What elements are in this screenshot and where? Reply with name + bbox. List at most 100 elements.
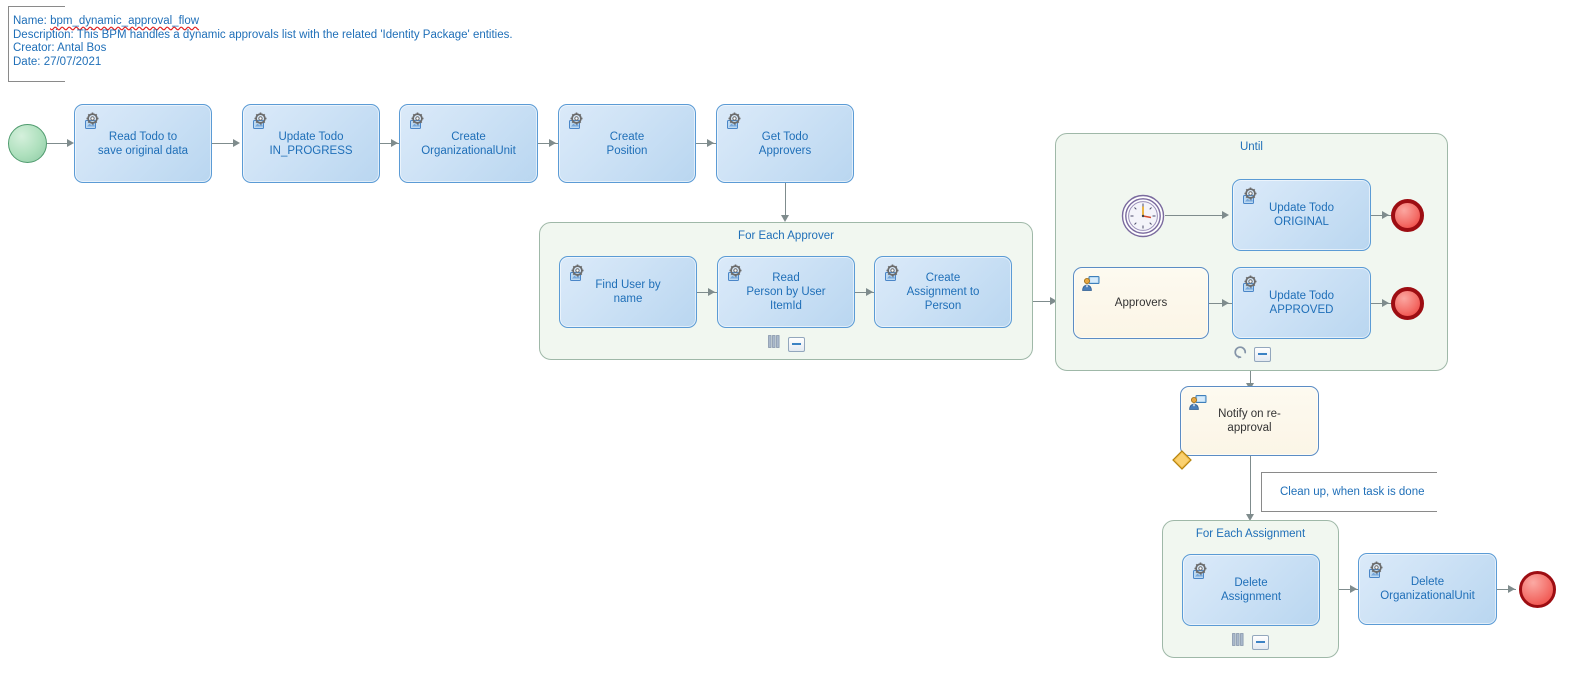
diagram-header-note: Name: bpm_dynamic_approval_flow Descript… bbox=[8, 6, 538, 82]
task-find-user-by-name[interactable]: Find User by name bbox=[559, 256, 697, 328]
arrowhead bbox=[1350, 585, 1357, 593]
task-label: Create OrganizationalUnit bbox=[421, 130, 516, 157]
subprocess-title: Until bbox=[1239, 141, 1263, 153]
collapse-minus-icon[interactable] bbox=[1253, 346, 1271, 362]
collapse-minus-icon[interactable] bbox=[1252, 634, 1269, 650]
task-delete-organizational-unit[interactable]: Delete OrganizationalUnit bbox=[1358, 553, 1497, 625]
task-create-organizational-unit[interactable]: Create OrganizationalUnit bbox=[399, 104, 538, 183]
task-label: Create Position bbox=[606, 130, 648, 157]
header-date-label: Date: bbox=[13, 55, 44, 68]
connector-read-todo-to-update-in-progress bbox=[212, 143, 234, 144]
task-label: Update Todo IN_PROGRESS bbox=[269, 130, 353, 157]
service-task-icon bbox=[407, 111, 427, 131]
task-label: Read Todo to save original data bbox=[97, 130, 189, 157]
subprocess-title: For Each Assignment bbox=[1195, 528, 1306, 540]
subprocess-until[interactable]: Until bbox=[1055, 133, 1448, 371]
connector-update-approved-to-end bbox=[1371, 303, 1392, 304]
parallel-multi-instance-icon bbox=[767, 335, 782, 353]
task-create-assignment-to-person[interactable]: Create Assignment to Person bbox=[874, 256, 1012, 328]
connector-create-org-unit-to-create-position bbox=[538, 143, 559, 144]
task-label: Create Assignment to Person bbox=[906, 272, 980, 312]
header-creator-label: Creator: bbox=[13, 42, 58, 55]
service-task-icon bbox=[724, 111, 744, 131]
connector-update-original-to-end bbox=[1371, 215, 1392, 216]
connector-delete-org-unit-to-end bbox=[1497, 589, 1516, 590]
arrowhead bbox=[233, 139, 240, 147]
subprocess-markers bbox=[1163, 633, 1338, 651]
arrowhead bbox=[1382, 211, 1389, 219]
arrowhead bbox=[1508, 585, 1515, 593]
connector-for-each-approver-to-until bbox=[1033, 301, 1059, 302]
boundary-event-escalation[interactable] bbox=[1172, 450, 1192, 470]
arrowhead bbox=[1222, 211, 1229, 219]
connector-find-user-to-read-person bbox=[697, 292, 718, 293]
service-task-icon bbox=[1190, 561, 1210, 581]
task-delete-assignment[interactable]: Delete Assignment bbox=[1182, 554, 1320, 626]
task-update-todo-approved[interactable]: Update Todo APPROVED bbox=[1232, 267, 1371, 339]
arrowhead bbox=[781, 215, 789, 222]
end-event-final[interactable] bbox=[1519, 571, 1556, 608]
service-task-icon bbox=[82, 111, 102, 131]
task-label: Notify on re- approval bbox=[1218, 408, 1281, 434]
timer-event[interactable] bbox=[1121, 194, 1165, 238]
connector-read-person-to-create-assignment bbox=[855, 292, 876, 293]
header-name-label: Name: bbox=[13, 15, 51, 27]
subprocess-for-each-approver[interactable]: For Each Approver bbox=[539, 222, 1033, 360]
arrowhead bbox=[707, 139, 714, 147]
header-description-label: Description: bbox=[13, 28, 77, 41]
arrowhead bbox=[1382, 299, 1389, 307]
service-task-icon bbox=[250, 111, 270, 131]
user-task-icon bbox=[1081, 274, 1101, 294]
task-label: Get Todo Approvers bbox=[758, 130, 812, 157]
service-task-icon bbox=[1240, 186, 1260, 206]
task-get-todo-approvers[interactable]: Get Todo Approvers bbox=[716, 104, 854, 183]
service-task-icon bbox=[882, 263, 902, 283]
connector-start-to-read-todo bbox=[47, 143, 68, 144]
task-notify-on-reapproval[interactable]: Notify on re- approval bbox=[1180, 386, 1319, 456]
end-event-original[interactable] bbox=[1391, 199, 1424, 232]
task-label: Delete OrganizationalUnit bbox=[1380, 576, 1475, 602]
parallel-multi-instance-icon bbox=[1232, 633, 1246, 651]
arrowhead bbox=[67, 139, 74, 147]
header-creator-line: Creator: Antal Bos bbox=[13, 42, 538, 56]
task-label: Read Person by User ItemId bbox=[746, 272, 826, 312]
end-event-approved[interactable] bbox=[1391, 287, 1424, 320]
arrowhead bbox=[1050, 297, 1057, 305]
arrowhead bbox=[1222, 299, 1229, 307]
header-date-value: 27/07/2021 bbox=[43, 55, 102, 68]
header-description-line: Description: This BPM handles a dynamic … bbox=[13, 29, 538, 43]
connector-until-to-notify bbox=[1250, 371, 1251, 387]
user-task-icon bbox=[1188, 393, 1208, 413]
arrowhead bbox=[866, 288, 873, 296]
arrowhead bbox=[708, 288, 715, 296]
task-read-person-by-user-itemid[interactable]: Read Person by User ItemId bbox=[717, 256, 855, 328]
connector-create-position-to-get-todo-approvers bbox=[696, 143, 717, 144]
service-task-icon bbox=[567, 263, 587, 283]
connector-get-todo-approvers-to-for-each-approver bbox=[785, 183, 786, 217]
arrowhead bbox=[391, 139, 398, 147]
task-approvers[interactable]: Approvers bbox=[1073, 267, 1209, 339]
annotation-text: Clean up, when task is done bbox=[1278, 486, 1427, 498]
header-date-line: Date: 27/07/2021 bbox=[13, 56, 538, 70]
task-update-todo-original[interactable]: Update Todo ORIGINAL bbox=[1232, 179, 1371, 251]
task-label: Delete Assignment bbox=[1220, 577, 1282, 603]
arrowhead bbox=[1246, 514, 1254, 521]
service-task-icon bbox=[1240, 274, 1260, 294]
task-read-todo[interactable]: Read Todo to save original data bbox=[74, 104, 212, 183]
start-event[interactable] bbox=[8, 124, 47, 163]
annotation-clean-up: Clean up, when task is done bbox=[1261, 472, 1437, 512]
loop-icon bbox=[1233, 344, 1248, 364]
task-label: Find User by name bbox=[595, 279, 661, 305]
task-update-todo-in-progress[interactable]: Update Todo IN_PROGRESS bbox=[242, 104, 380, 183]
subprocess-title: For Each Approver bbox=[738, 230, 834, 242]
header-creator-value: Antal Bos bbox=[57, 42, 107, 55]
task-create-position[interactable]: Create Position bbox=[558, 104, 696, 183]
task-label: Approvers bbox=[1114, 297, 1168, 309]
subprocess-for-each-assignment[interactable]: For Each Assignment bbox=[1162, 520, 1339, 658]
collapse-minus-icon[interactable] bbox=[787, 336, 805, 352]
header-name-line: Name: bpm_dynamic_approval_flow bbox=[13, 15, 538, 29]
task-label: Update Todo ORIGINAL bbox=[1268, 202, 1334, 228]
service-task-icon bbox=[566, 111, 586, 131]
subprocess-markers bbox=[1056, 344, 1447, 364]
